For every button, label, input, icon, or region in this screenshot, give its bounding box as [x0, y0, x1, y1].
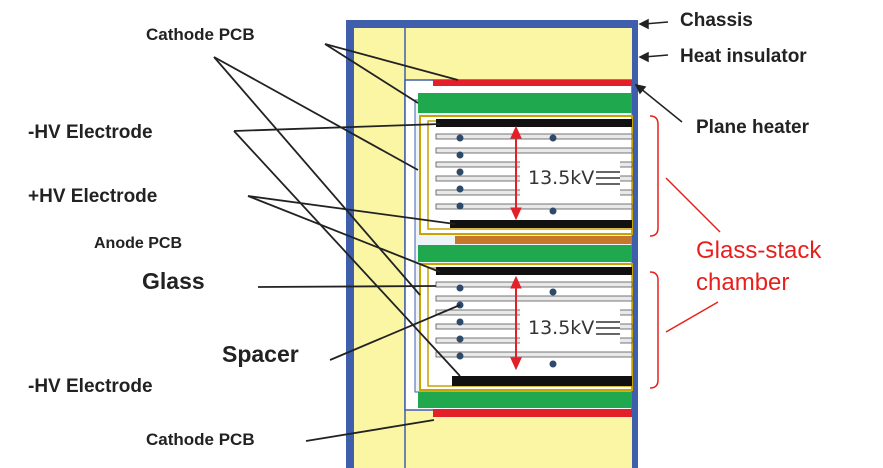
spacer-dot [549, 207, 557, 215]
spacer-dot [456, 168, 464, 176]
label-hv-electrode-plus: +HV Electrode [28, 186, 157, 207]
spacer-dot [456, 151, 464, 159]
hv-electrode-top-2 [450, 220, 632, 228]
voltage-arrow-top [510, 125, 522, 221]
spacer-dot [549, 134, 557, 142]
hv-electrode-bottom-1 [436, 267, 632, 275]
label-anode-pcb: Anode PCB [94, 235, 182, 252]
label-spacer: Spacer [222, 341, 299, 367]
leader-lines [213, 43, 461, 442]
spacer-dot [456, 134, 464, 142]
spacer-dot [549, 360, 557, 368]
spacer-dot [456, 202, 464, 210]
voltage-label-box-top [520, 157, 620, 197]
plane-heater-bottom [433, 409, 632, 417]
cathode-pcb-top [418, 93, 632, 113]
anode-layer [455, 236, 632, 244]
voltage-arrow-bottom [510, 275, 522, 371]
chamber-bracket-bottom [649, 271, 659, 389]
label-glass-stack-chamber-line1: Glass-stack [696, 237, 822, 264]
spacer-dot [549, 288, 557, 296]
spacer-dot [456, 352, 464, 360]
label-glass-stack-chamber-line2: chamber [696, 269, 789, 296]
label-hv-electrode-minus-top: -HV Electrode [28, 122, 153, 143]
chamber-bracket-top [649, 115, 659, 237]
chamber-pointer-top [665, 177, 721, 233]
voltage-label-box-bottom [520, 307, 620, 347]
chamber-pointer-bottom [665, 301, 719, 333]
spacer-dot [456, 318, 464, 326]
upper-glass-stack [419, 115, 633, 235]
spacer-dot [456, 335, 464, 343]
label-chassis: Chassis [680, 10, 753, 31]
anode-pcb [418, 245, 632, 262]
voltage-text-bottom: 13.5kV [528, 317, 594, 339]
hv-electrode-top-1 [436, 119, 632, 127]
label-plane-heater: Plane heater [696, 117, 810, 138]
plane-heater-top [433, 80, 632, 86]
label-cathode-pcb-top: Cathode PCB [146, 25, 255, 44]
hv-electrode-bottom-2 [452, 376, 632, 386]
cathode-pcb-bottom [418, 392, 632, 408]
label-heat-insulator: Heat insulator [680, 46, 807, 67]
spacer-dot [456, 185, 464, 193]
right-arrows [634, 18, 683, 123]
voltage-text-top: 13.5kV [528, 167, 594, 189]
label-glass: Glass [142, 268, 205, 294]
label-hv-electrode-minus-bottom: -HV Electrode [28, 376, 153, 397]
label-cathode-pcb-bottom: Cathode PCB [146, 430, 255, 449]
spacer-dot [456, 284, 464, 292]
lower-glass-stack [419, 263, 633, 391]
